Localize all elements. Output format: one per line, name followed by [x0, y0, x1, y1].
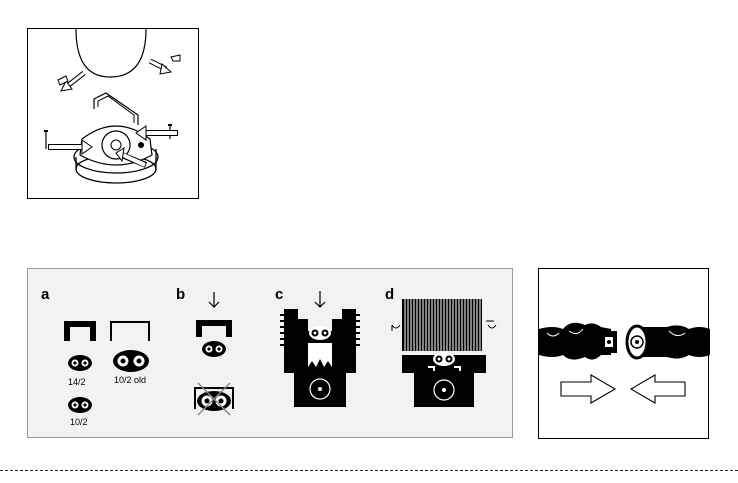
cable-connector-illustration [539, 269, 710, 440]
screw-icon [171, 55, 180, 61]
arrow-down-icon [315, 291, 325, 307]
wire-10-2-icon [68, 397, 92, 413]
cable-connector-panel [538, 268, 709, 439]
bulb-holder-mounting-illustration [28, 29, 200, 200]
arrow-left-icon [136, 126, 178, 140]
connector-block-icon [280, 309, 360, 407]
arrow-down-icon [209, 292, 219, 307]
wrong-wire-icon [197, 391, 231, 411]
arrow-right-icon [561, 375, 615, 403]
connector-block-icon [402, 352, 486, 407]
gauge-label-14-2: 14/2 [68, 377, 86, 387]
cable-plug-icon [539, 323, 617, 360]
wire-icon [202, 341, 226, 357]
arrow-right-down-icon [150, 61, 171, 74]
clip-10-2-old-icon [110, 321, 150, 341]
arrow-right-icon [48, 140, 92, 154]
wire-14-2-icon [68, 355, 92, 371]
arrow-left-icon [631, 375, 685, 403]
gauge-label-10-2: 10/2 [70, 417, 88, 427]
clip-icon [196, 320, 232, 337]
clip-14-2-icon [64, 321, 96, 341]
mounting-figure-panel [27, 28, 199, 199]
wire-10-2-old-icon [113, 350, 149, 372]
page-bottom-rule [0, 470, 738, 471]
steps-illustration [28, 269, 514, 439]
wire-gauge-steps-panel: a b c d [27, 268, 513, 438]
knob-icon [402, 299, 482, 351]
gauge-label-10-2-old: 10/2 old [114, 375, 146, 385]
cable-socket-icon [627, 325, 710, 358]
